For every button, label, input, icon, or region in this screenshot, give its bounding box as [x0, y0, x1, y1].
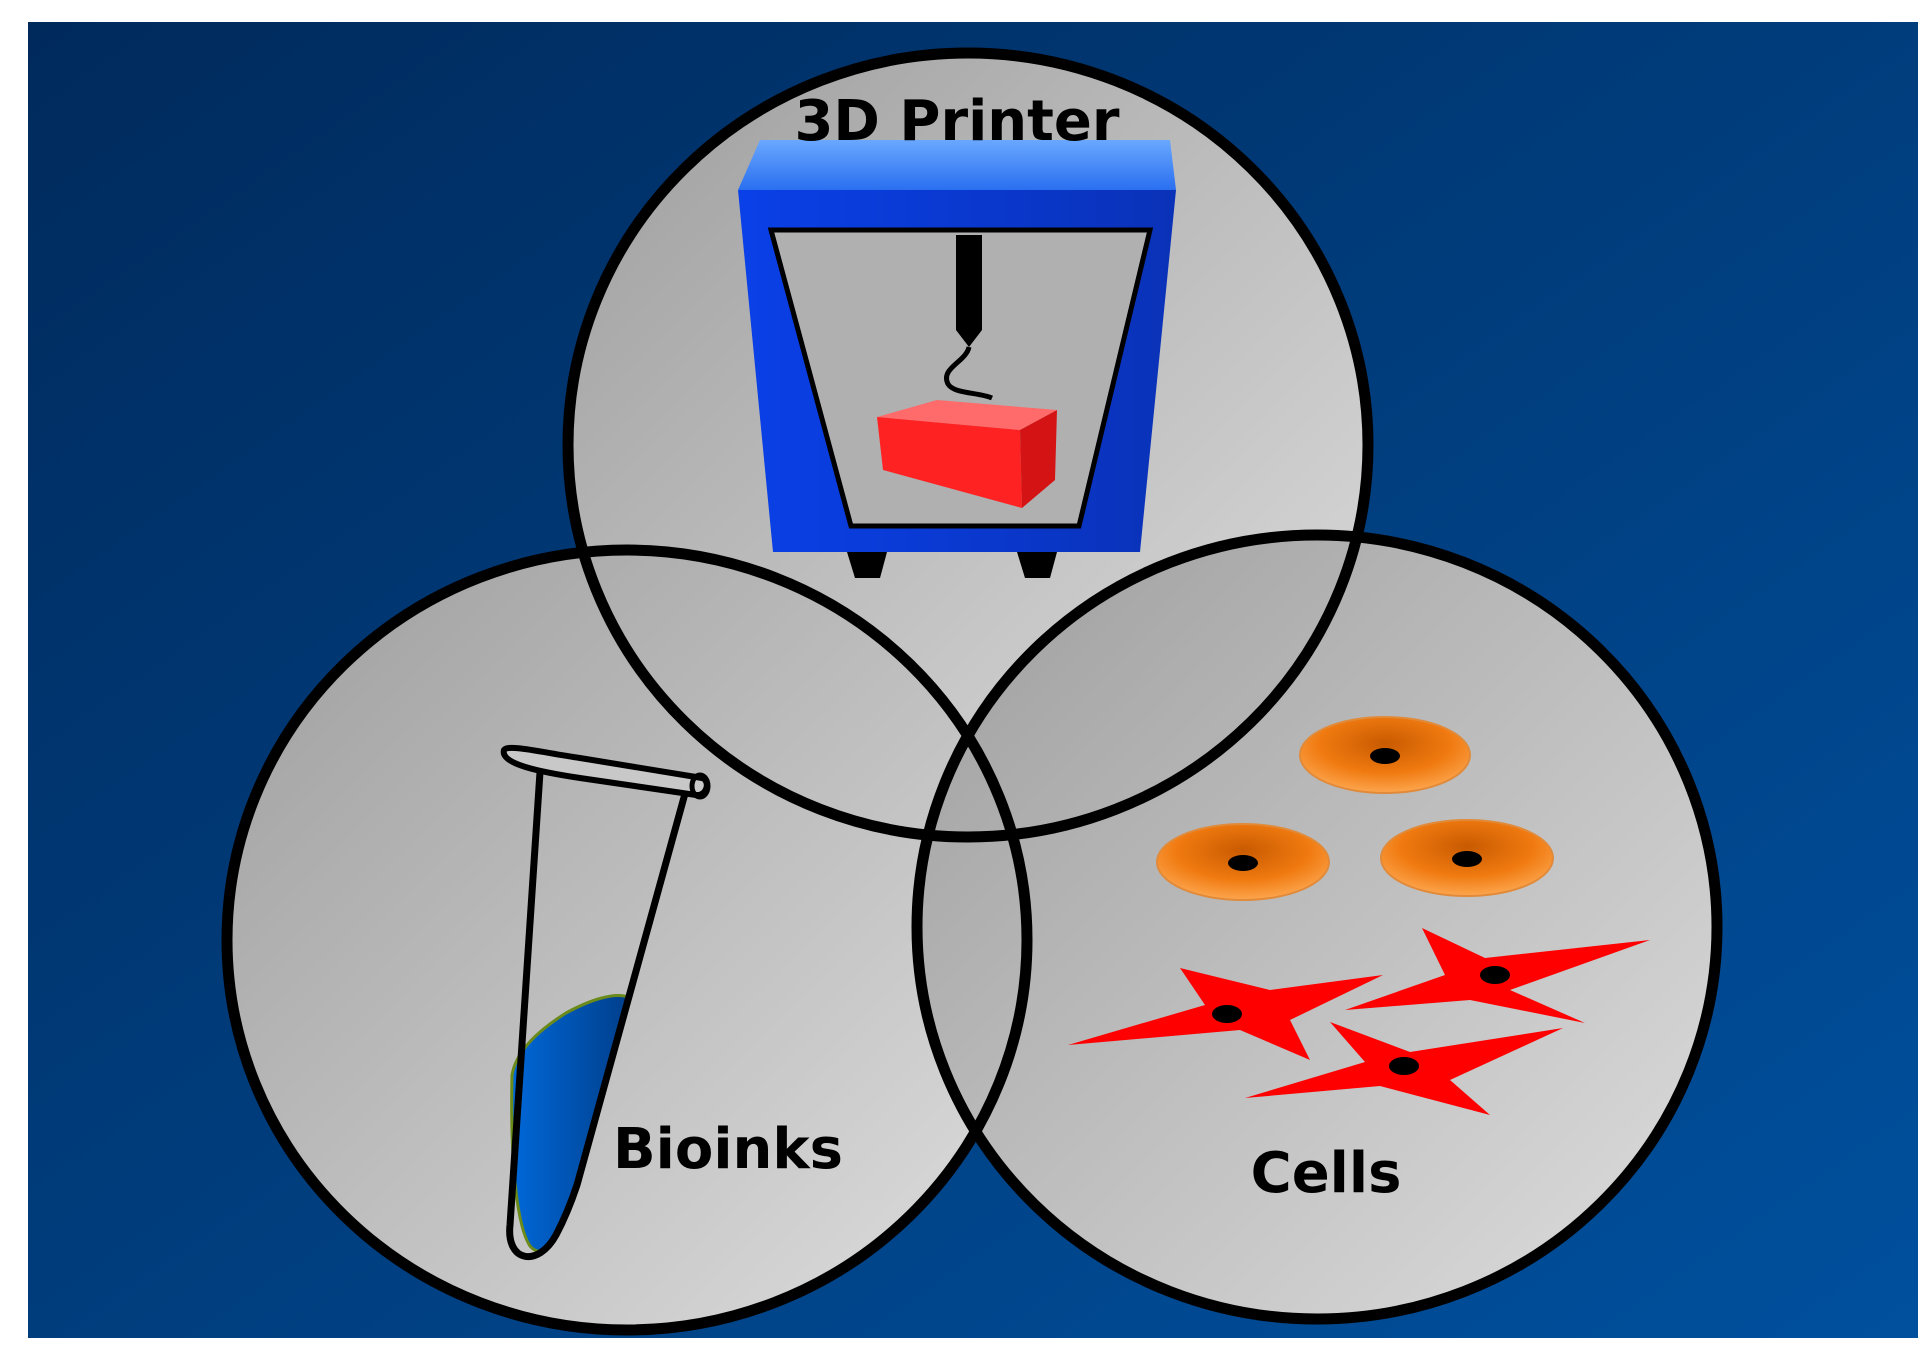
round-cell-icon [1299, 716, 1471, 794]
printer-right-foot [1017, 552, 1057, 578]
venn-circle-outlines [221, 47, 1723, 1336]
bioinks-circle-outline [221, 544, 1033, 1336]
cells-label: Cells [1251, 1141, 1402, 1206]
star-cell-icon [1345, 928, 1650, 1023]
test-tube-cap-ring [689, 772, 711, 800]
bioinks-label: Bioinks [613, 1117, 843, 1182]
printer-label: 3D Printer [794, 89, 1119, 154]
printer-icon [738, 140, 1176, 578]
cells-circle-outline [911, 529, 1723, 1325]
round-cell-icon [1380, 819, 1554, 897]
star-cell-icon [1245, 1022, 1563, 1115]
printer-top-face [738, 140, 1176, 190]
star-cell-icon [1068, 968, 1383, 1060]
cells-circle-fill [917, 535, 1717, 1319]
round-cell-icon [1156, 823, 1330, 901]
print-nozzle-icon [944, 235, 993, 401]
printer-left-foot [847, 552, 887, 578]
round-cells [1156, 716, 1554, 901]
test-tube-outline [506, 771, 690, 1261]
bioinks-circle-fill [227, 550, 1027, 1330]
printer-circle-outline [562, 47, 1374, 843]
printed-block-icon [877, 400, 1057, 508]
test-tube-icon [500, 744, 711, 1261]
star-cells [1068, 928, 1650, 1115]
